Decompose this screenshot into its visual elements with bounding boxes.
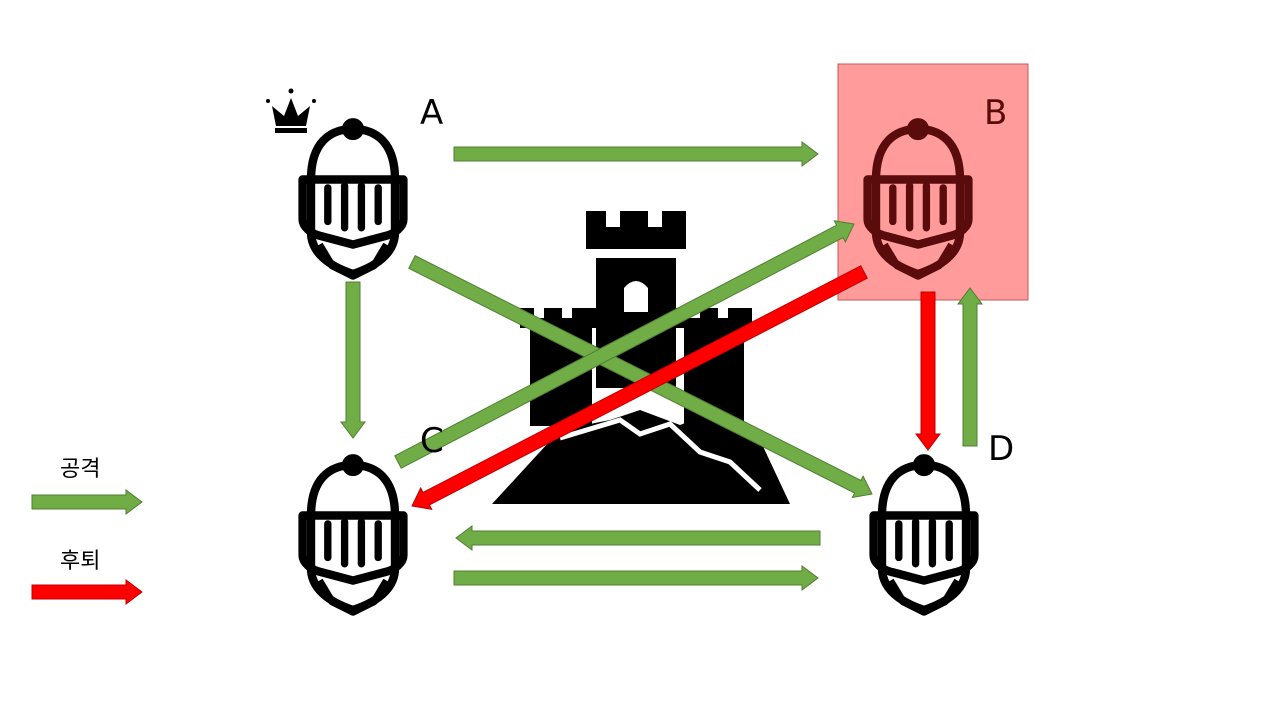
knight-helmet-icon [303,122,404,276]
retreat-arrow-b-to-d [915,291,941,451]
arrows-layer [340,141,983,591]
attack-arrow-c-to-d [453,565,819,591]
node-c-label: C [420,421,444,461]
node-b-label: B [984,93,1008,133]
knight-helmet-icon [874,458,975,612]
castle-icon [492,211,790,504]
attack-arrow-a-to-d [408,255,873,499]
crown-icon [266,88,316,133]
knight-helmet-icon [303,458,404,612]
node-d-label: D [988,429,1015,469]
legend-arrows [31,489,143,605]
legend-attack-label: 공격 [60,457,101,482]
attack-arrow-a-to-b [453,141,819,167]
attack-arrow-d-to-b [957,287,983,447]
attack-arrow-d-to-c [455,525,821,551]
legend-retreat-label: 후퇴 [60,549,101,574]
legend-attack-arrow [31,489,143,515]
attack-arrow-a-to-c [340,281,366,439]
retreat-arrow-b-to-c [411,265,868,510]
attack-arrow-c-to-b [394,220,855,469]
legend-retreat-arrow [31,579,143,605]
node-a-label: A [420,93,444,133]
